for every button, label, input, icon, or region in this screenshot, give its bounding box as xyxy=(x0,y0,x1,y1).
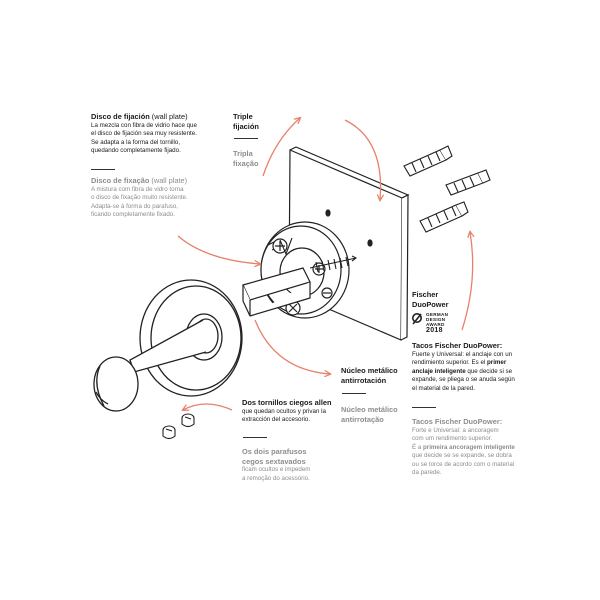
divider xyxy=(91,169,115,170)
allen-es-title: Dos tornillos ciegos allen xyxy=(242,398,332,407)
triple-pt-line: fixação xyxy=(233,158,259,168)
wall-plate-es-title: Disco de fijación xyxy=(91,112,150,121)
core-pt-line: Núcleo metálico xyxy=(341,405,398,414)
award-line: GERMAN xyxy=(426,312,449,317)
core-es-line: Núcleo metálico xyxy=(341,366,398,375)
tacos-pt-line: da parede. xyxy=(412,469,442,477)
tacos-pt-line: Forte e Universal: a ancoragem xyxy=(412,426,499,434)
allen-es: Dos tornillos ciegos allen que quedan oc… xyxy=(242,398,352,425)
divider xyxy=(243,437,267,438)
metal-core xyxy=(242,267,311,317)
wall-plate-es-subtitle: (wall plate) xyxy=(151,112,188,121)
award-line: DESIGN xyxy=(426,317,446,322)
arrow-core xyxy=(254,319,330,374)
allen-pt: Os dois parafusos cegos sextavados ficam… xyxy=(242,447,352,483)
tacos-es-line: anclaje inteligente que decide si se xyxy=(412,367,513,375)
wall-plate-pt-line: ficando completamente fixado. xyxy=(91,211,175,219)
tacos-es-line: expande, se pliega o se anuda según xyxy=(412,376,515,384)
allen-es-line: que quedan ocultos y privan la xyxy=(242,407,326,415)
core-pt: Núcleo metálico antirrotação xyxy=(341,405,421,424)
triple-pt: Tripla fixação xyxy=(233,149,273,168)
wall-plate-pt-subtitle: (wall plate) xyxy=(151,176,188,185)
wall-plate-es-line: Se adapta a la forma del tornillo, xyxy=(91,138,181,146)
allen-screws xyxy=(162,413,195,440)
callout-arrows xyxy=(177,118,473,410)
screw xyxy=(279,237,358,273)
tacos-pt-line: com um rendimento superior. xyxy=(412,435,493,443)
divider xyxy=(412,407,436,408)
wall-plate-pt-line: Adapta-se à forma do parafuso, xyxy=(91,202,179,210)
wall-plate-pt-title: Disco de fixação xyxy=(91,176,150,185)
allen-pt-title: cegos sextavados xyxy=(242,456,306,466)
wall-plate-pt-line: A mistura com fibra de vidro torna xyxy=(91,185,184,193)
award-text: GERMAN DESIGN AWARD 2018 xyxy=(426,312,448,334)
award-year: 2018 xyxy=(426,327,443,334)
hook xyxy=(93,319,207,412)
core-es-line: antirrotación xyxy=(341,375,387,385)
allen-pt-line: ficam ocultos e impedem xyxy=(242,466,311,473)
tacos-es-line: Fuerte y Universal: el anclaje con un xyxy=(412,350,513,358)
arrow-triple-left xyxy=(262,118,300,177)
tacos-es: Tacos Fischer DuoPower: Fuerte y Univers… xyxy=(412,341,562,393)
arrow-allen xyxy=(183,403,233,410)
tacos-pt-title: Tacos Fischer DuoPower: xyxy=(412,417,503,426)
wall-plate-pt-line: o disco de fixação muito resistente. xyxy=(91,194,188,202)
tacos-es-line: el material de la pared. xyxy=(412,384,475,392)
divider xyxy=(234,138,258,139)
arrow-wall-plate xyxy=(177,235,260,264)
tacos-pt-line: É a primeira ancoragem inteligente xyxy=(412,443,515,451)
wall-plate-es: Disco de fijación (wall plate) La mezcla… xyxy=(91,112,221,156)
triple-es-line: Triple xyxy=(233,112,253,121)
core-pt-line: antirrotação xyxy=(341,414,384,424)
triple-es: Triple fijación xyxy=(233,112,273,131)
triple-pt-line: Tripla xyxy=(233,149,253,158)
tacos-pt-line: que decide se se expande, se dobra xyxy=(412,452,512,460)
wall-plate-pt: Disco de fixação (wall plate) A mistura … xyxy=(91,176,221,220)
fischer-name: Fischer xyxy=(412,290,439,299)
triple-es-line: fijación xyxy=(233,121,259,131)
arrow-triple-right xyxy=(344,119,381,200)
core-es: Núcleo metálico antirrotación xyxy=(341,366,421,385)
fischer-name: DuoPower xyxy=(412,299,449,309)
tacos-pt: Tacos Fischer DuoPower: Forte e Universa… xyxy=(412,417,562,478)
allen-es-line: extracción del accesorio. xyxy=(242,416,311,424)
arrow-dowels xyxy=(461,232,473,331)
allen-pt-line: a remoção do acessório. xyxy=(242,474,310,482)
divider xyxy=(342,393,366,394)
fischer-dowels xyxy=(403,145,491,233)
wall-plate-es-line: quedando completamente fijado. xyxy=(91,147,181,155)
award-line: AWARD xyxy=(426,322,445,327)
tacos-pt-line: ou se torce de acordo com o material xyxy=(412,460,515,468)
design-award-logo xyxy=(412,313,422,325)
allen-pt-title: Os dois parafusos xyxy=(242,447,307,456)
wall-plate-es-line: el disco de fijación sea muy resistente. xyxy=(91,130,197,138)
tacos-es-title: Tacos Fischer DuoPower: xyxy=(412,341,503,350)
tacos-es-line: rendimiento superior. Es el primer xyxy=(412,359,507,367)
wall-plate-es-line: La mezcla con fibra de vidrio hace que xyxy=(91,121,197,129)
fischer-brand: Fischer DuoPower xyxy=(412,290,472,309)
